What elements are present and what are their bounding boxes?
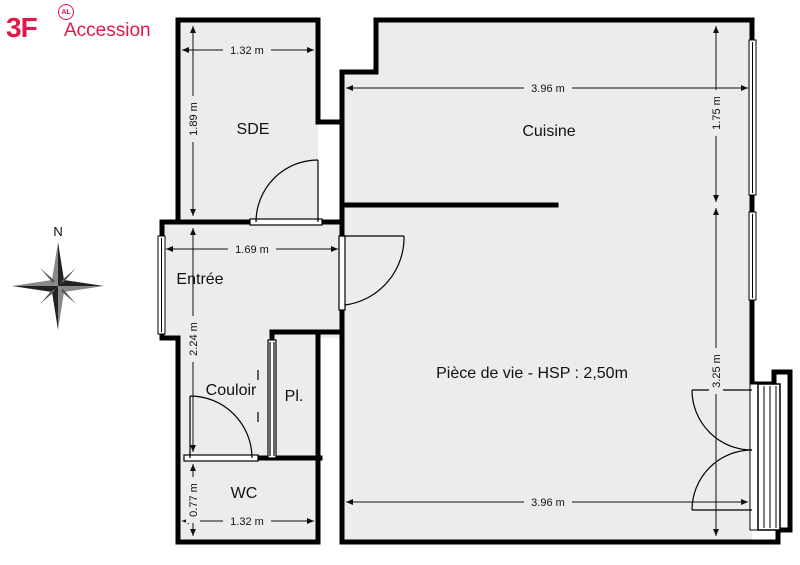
door-balcony-swing-top bbox=[691, 389, 753, 451]
room-label-placard: Pl. bbox=[285, 388, 304, 405]
dim-cuisine-width: 3.96 m bbox=[531, 83, 565, 95]
door-sde-swing bbox=[255, 159, 319, 223]
room-label-wc: WC bbox=[231, 485, 258, 502]
wall-sde bbox=[175, 17, 345, 225]
dim-entree-width: 1.69 m bbox=[235, 244, 269, 256]
brand-prefix: 3F bbox=[6, 12, 38, 43]
compass-north-label: N bbox=[53, 224, 62, 239]
door-entree-frame bbox=[338, 235, 346, 311]
wall-main-top bbox=[339, 17, 755, 125]
balcony-railing bbox=[757, 383, 781, 531]
door-sde-frame bbox=[249, 218, 323, 226]
windows bbox=[157, 39, 759, 531]
dim-sde-width: 1.32 m bbox=[230, 45, 264, 57]
dim-wc-height: 0.77 m bbox=[188, 483, 200, 517]
wall-entree-left-bottom bbox=[159, 331, 181, 341]
room-label-couloir: Couloir bbox=[206, 382, 257, 399]
door-balcony-frame bbox=[749, 383, 759, 531]
door-wc-swing bbox=[189, 395, 253, 459]
dim-cuisine-height: 1.75 m bbox=[711, 96, 723, 130]
compass-icon: N bbox=[12, 224, 104, 330]
floor-main bbox=[342, 22, 752, 540]
wall-entree-left-top bbox=[159, 219, 181, 239]
brand-badge: AL bbox=[58, 4, 74, 20]
door-wc-frame bbox=[183, 454, 259, 462]
dim-piece-width: 3.96 m bbox=[531, 497, 565, 509]
dim-piece-height: 3.25 m bbox=[711, 354, 723, 388]
dimension-labels: 1.32 m 1.89 m 3.96 m 1.75 m 1.69 m 2.24 … bbox=[186, 43, 723, 528]
room-label-entree: Entrée bbox=[176, 271, 223, 288]
dim-wc-width: 1.32 m bbox=[230, 516, 264, 528]
door-balcony-swing-bottom bbox=[691, 449, 753, 511]
room-labels: SDE Cuisine Entrée Pièce de vie - HSP : … bbox=[176, 121, 627, 502]
floor-fill bbox=[162, 22, 752, 540]
dim-sde-height: 1.89 m bbox=[188, 102, 200, 136]
dim-couloir-height: 2.24 m bbox=[188, 322, 200, 356]
door-placard-frame bbox=[267, 339, 277, 459]
brand-name: Accession bbox=[64, 20, 151, 41]
door-entree-swing bbox=[344, 235, 405, 306]
room-label-sde: SDE bbox=[237, 121, 270, 138]
room-label-cuisine: Cuisine bbox=[522, 123, 575, 140]
room-label-piece-de-vie: Pièce de vie - HSP : 2,50m bbox=[436, 365, 628, 382]
